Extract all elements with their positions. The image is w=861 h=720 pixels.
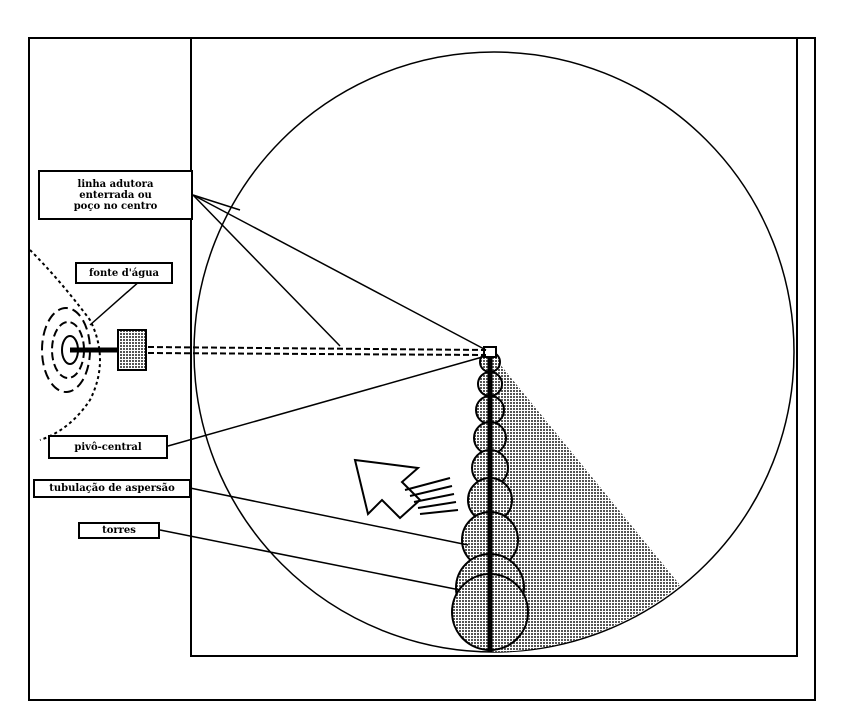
label-sprinkler-pipe: tubulação de aspersão — [33, 479, 191, 498]
label-towers: torres — [78, 522, 160, 539]
label-center-pivot: pivô-central — [48, 435, 168, 459]
label-main-line: linha adutora enterrada ou poço no centr… — [38, 170, 193, 220]
pivot-point — [483, 346, 497, 358]
irrigated-wedge — [490, 352, 680, 653]
field-square — [190, 37, 798, 657]
irrigated-circle — [193, 51, 795, 653]
direction-arrow-icon — [353, 458, 459, 520]
pump-station — [117, 329, 147, 371]
buried-pipeline — [147, 346, 487, 356]
water-source-icon — [29, 249, 101, 441]
label-water-source: fonte d'água — [75, 262, 173, 284]
